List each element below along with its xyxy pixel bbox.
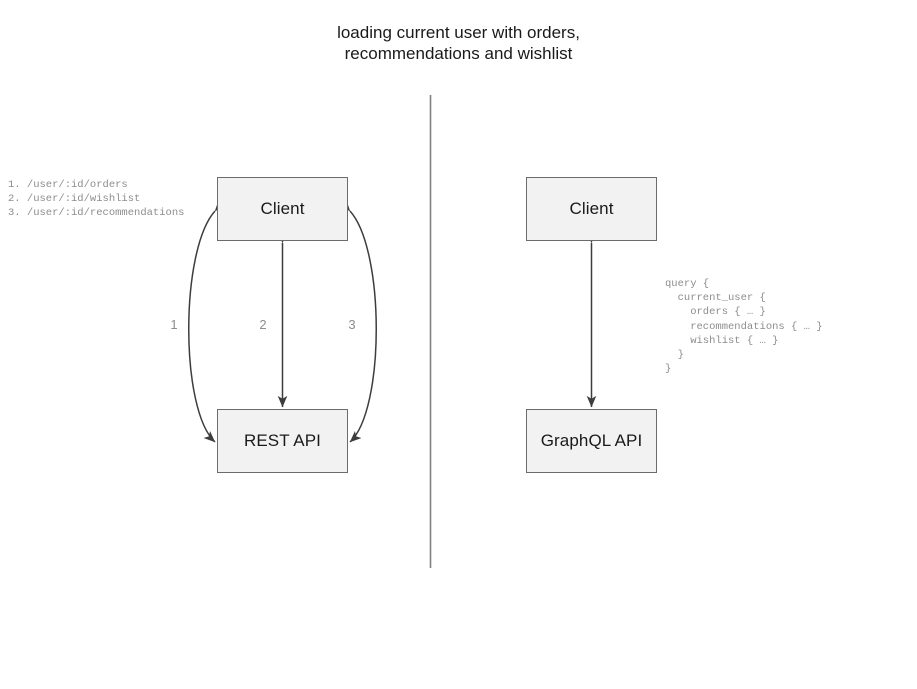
node-client-graphql: Client — [526, 177, 657, 241]
graphql-query-snippet: query { current_user { orders { … } reco… — [665, 278, 823, 376]
edge-number-2: 2 — [259, 317, 267, 332]
node-client-rest: Client — [217, 177, 348, 241]
rest-edge-3-curve — [339, 199, 377, 443]
node-client-rest-label: Client — [260, 199, 305, 218]
node-graphql-api-label: GraphQL API — [540, 431, 643, 450]
edge-number-1: 1 — [170, 317, 178, 332]
edge-number-3: 3 — [348, 317, 356, 332]
rest-endpoint-list: 1. /user/:id/orders 2. /user/:id/wishlis… — [8, 179, 185, 220]
page-title: loading current user with orders, recomm… — [337, 23, 580, 63]
node-rest-api: REST API — [217, 409, 348, 473]
node-client-graphql-label: Client — [569, 199, 614, 218]
node-graphql-api: GraphQL API — [526, 409, 657, 473]
rest-edge-1-curve — [188, 199, 226, 443]
node-rest-api-label: REST API — [243, 431, 322, 450]
